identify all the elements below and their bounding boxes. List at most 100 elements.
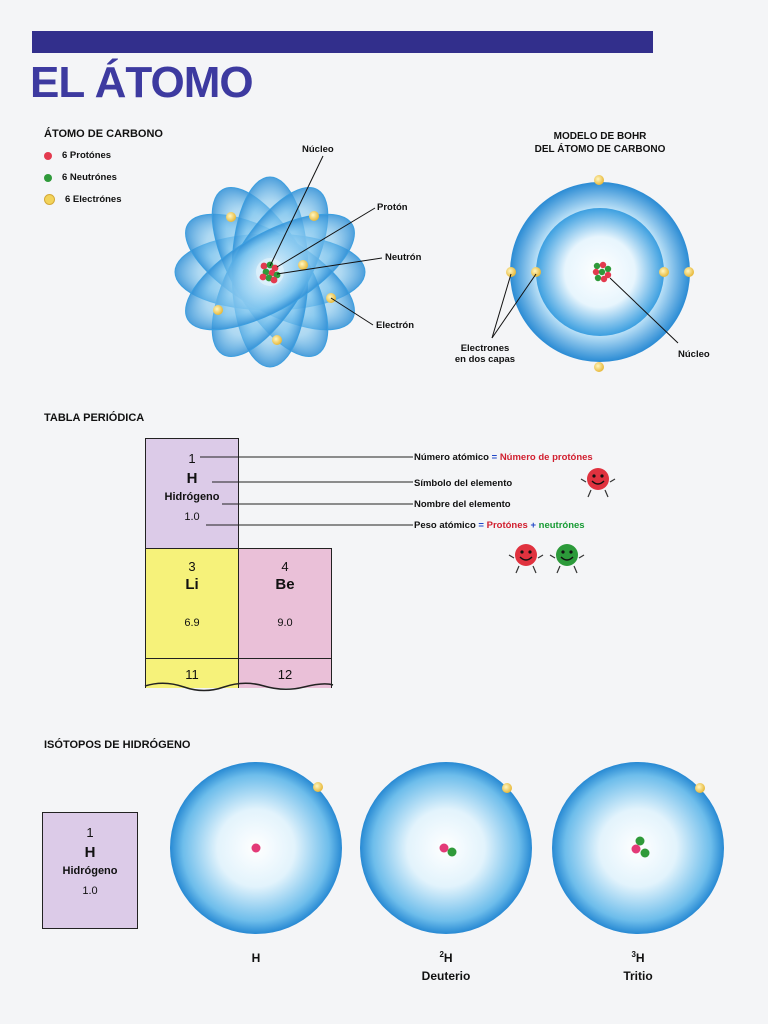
neutron-character-icon	[549, 544, 585, 574]
isotopes-diagram	[170, 762, 724, 934]
electron	[531, 267, 541, 277]
leader-line-electrons	[491, 273, 512, 339]
isotope-proton	[251, 843, 261, 853]
arm	[580, 478, 587, 483]
eye	[569, 550, 573, 554]
leader-line-neutron	[276, 257, 383, 275]
hydrogen-name: Hidrógeno	[164, 491, 220, 503]
bohr-nucleus	[592, 261, 612, 283]
electron	[684, 267, 694, 277]
eye	[600, 474, 604, 478]
annotation-atomic-weight-label: Peso atómico	[414, 520, 476, 531]
nucleus-neutron	[593, 262, 601, 270]
neutron-body	[556, 544, 578, 566]
isotope-proton	[439, 843, 449, 853]
legend-electrons: 6 Electrónes	[44, 194, 122, 205]
proton-dot-icon	[44, 151, 52, 160]
annotation-atomic-number: Número atómico = Número de protónes	[414, 452, 593, 463]
leader-line-proton	[276, 207, 376, 268]
isotope-proton	[631, 844, 641, 854]
annotation-atomic-weight: Peso atómico = Protónes + neutrónes	[414, 520, 585, 531]
nucleus-proton	[260, 262, 268, 270]
annotation-equals: =	[478, 520, 484, 531]
leg	[587, 489, 592, 498]
electron	[226, 212, 236, 222]
leg	[604, 489, 609, 498]
neutron-dot-icon	[44, 173, 52, 182]
electron	[309, 211, 319, 221]
arm	[609, 478, 616, 483]
isotope-label-tritium: 3H Tritio	[598, 950, 678, 983]
hydrogen-number: 1	[188, 451, 196, 466]
proton-character-icon	[508, 544, 544, 574]
carbon-heading: ÁTOMO DE CARBONO	[44, 128, 163, 140]
hydrogen-symbol: H	[186, 470, 198, 487]
isotope-card-weight: 1.0	[82, 885, 98, 897]
page-title: EL ÁTOMO	[30, 58, 254, 107]
electron	[506, 267, 516, 277]
label-electrons-line1: Electrones	[460, 343, 510, 354]
bohr-heading-line1: MODELO DE BOHR	[553, 131, 647, 142]
element-cell-12: 12	[238, 658, 332, 688]
arm	[578, 554, 585, 559]
nucleus-proton	[592, 268, 600, 276]
nucleus-proton	[271, 264, 279, 272]
element-12-number: 12	[277, 667, 293, 682]
isotope-symbol-line: 2H	[406, 950, 486, 965]
electron	[272, 335, 282, 345]
bohr-heading-line2: DEL ÁTOMO DE CARBONO	[534, 144, 666, 155]
nucleus-neutron	[598, 268, 606, 276]
torn-edge-line	[144, 682, 334, 692]
isotope-deuterium	[360, 762, 532, 934]
legend-neutrons: 6 Neutrónes	[44, 172, 122, 183]
isotope-card-number: 1	[86, 825, 94, 840]
carbon-atom-diagram	[174, 155, 383, 368]
table-leader-lines	[200, 456, 413, 526]
isotope-card-name: Hidrógeno	[62, 865, 118, 877]
isotope-tritium	[552, 762, 724, 934]
isotope-label-protium: H	[226, 950, 286, 965]
isotope-name: Deuterio	[421, 969, 471, 983]
isotope-electron	[313, 782, 323, 792]
table-heading: TABLA PERIÓDICA	[44, 412, 145, 424]
bohr-heading: MODELO DE BOHR DEL ÁTOMO DE CARBONO	[520, 130, 680, 156]
header-bar	[32, 31, 653, 53]
lithium-weight: 6.9	[184, 617, 200, 629]
carbon-legend: 6 Protónes 6 Neutrónes 6 Electrónes	[44, 150, 122, 205]
isotope-neutron	[640, 848, 650, 858]
smile	[519, 556, 533, 561]
isotope-mass-number: 3	[631, 950, 636, 959]
label-bohr-nucleus: Núcleo	[678, 349, 710, 360]
label-nucleus: Núcleo	[302, 144, 334, 155]
nucleus-proton	[270, 276, 278, 284]
eye	[592, 474, 596, 478]
electron	[298, 260, 308, 270]
annotation-neutrons: neutrónes	[538, 520, 585, 531]
label-electrons-two-shells: Electrones en dos capas	[450, 343, 520, 365]
leader-line-bohr-nucleus	[609, 277, 679, 344]
torn-edge	[144, 682, 334, 692]
annotation-protons: Protónes	[486, 520, 528, 531]
annotation-equals: =	[491, 452, 498, 463]
beryllium-number: 4	[281, 559, 289, 574]
annotation-protons-number: Número de protónes	[499, 452, 593, 463]
leader-line-electrons	[491, 273, 537, 339]
label-proton: Protón	[377, 202, 408, 213]
label-electron: Electrón	[376, 320, 415, 331]
element-11-number: 11	[185, 667, 199, 682]
nucleus-proton	[599, 261, 607, 269]
nucleus-neutron	[594, 274, 602, 282]
nucleus-neutron	[604, 265, 612, 273]
annotation-atomic-number-label: Número atómico	[414, 452, 489, 463]
electron	[213, 305, 223, 315]
label-electrons-line2: en dos capas	[454, 354, 516, 365]
isotope-neutron	[635, 836, 645, 846]
leader-line-electron	[330, 297, 374, 326]
annotation-symbol: Símbolo del elemento	[414, 478, 513, 489]
smile	[560, 556, 574, 561]
arm	[508, 554, 515, 559]
isotopes-heading: ISÓTOPOS DE HIDRÓGENO	[44, 739, 191, 751]
eye	[520, 550, 524, 554]
isotope-symbol-line: 3H	[598, 950, 678, 965]
eye	[528, 550, 532, 554]
